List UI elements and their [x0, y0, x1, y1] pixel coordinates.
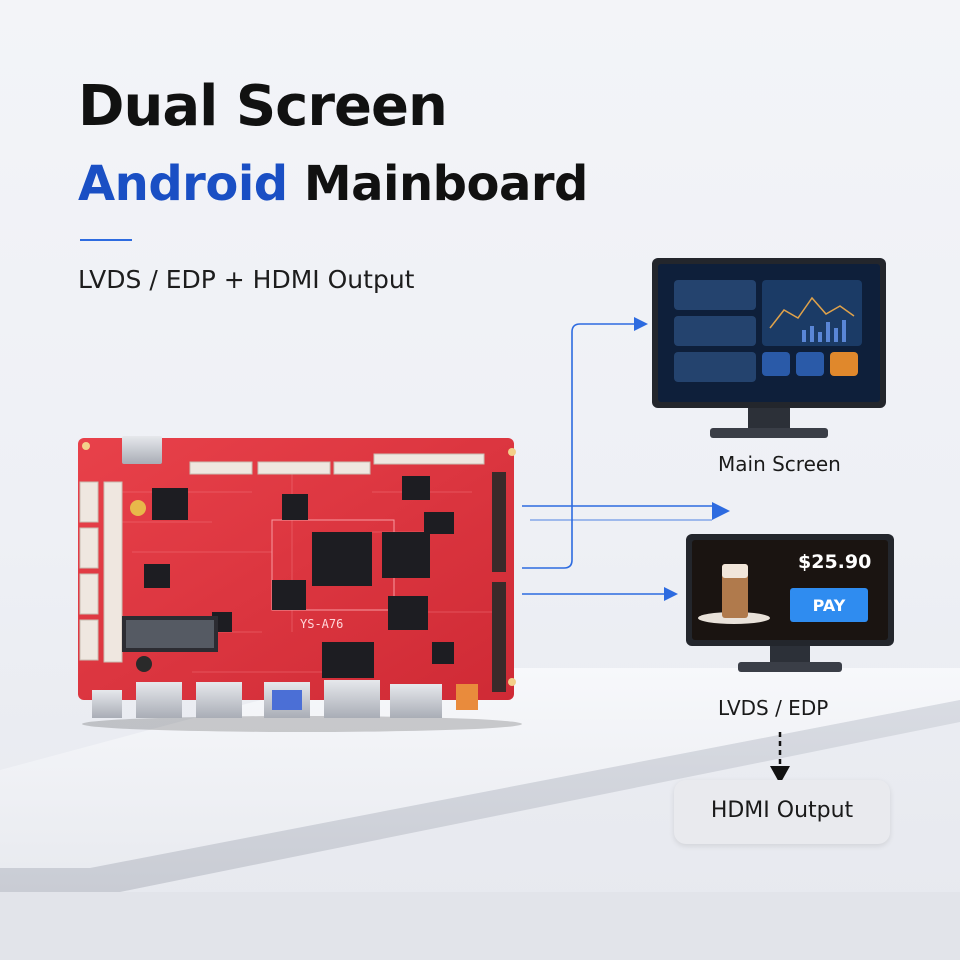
- circuit-board: YS-A76: [72, 432, 522, 732]
- title-divider: [80, 239, 132, 241]
- heading-rest: Mainboard: [287, 156, 589, 212]
- board-model-label: YS-A76: [300, 617, 343, 631]
- hdmi-output-label: HDMI Output: [710, 798, 854, 823]
- pay-button-label: PAY: [813, 596, 846, 615]
- page-subtitle-heading: Android Mainboard: [78, 156, 588, 212]
- main-screen-label: Main Screen: [718, 452, 841, 476]
- secondary-screen-label: LVDS / EDP: [718, 696, 829, 720]
- heading-accent-word: Android: [78, 156, 288, 212]
- price-value: $25.90: [798, 551, 871, 573]
- secondary-screen-monitor: $25.90 PAY: [686, 534, 894, 674]
- pay-button: [790, 588, 868, 622]
- interface-subtitle: LVDS / EDP + HDMI Output: [78, 265, 415, 294]
- hdmi-output-badge: HDMI Output: [674, 780, 890, 844]
- page-title: Dual Screen: [78, 74, 448, 139]
- main-screen-monitor: [652, 258, 886, 440]
